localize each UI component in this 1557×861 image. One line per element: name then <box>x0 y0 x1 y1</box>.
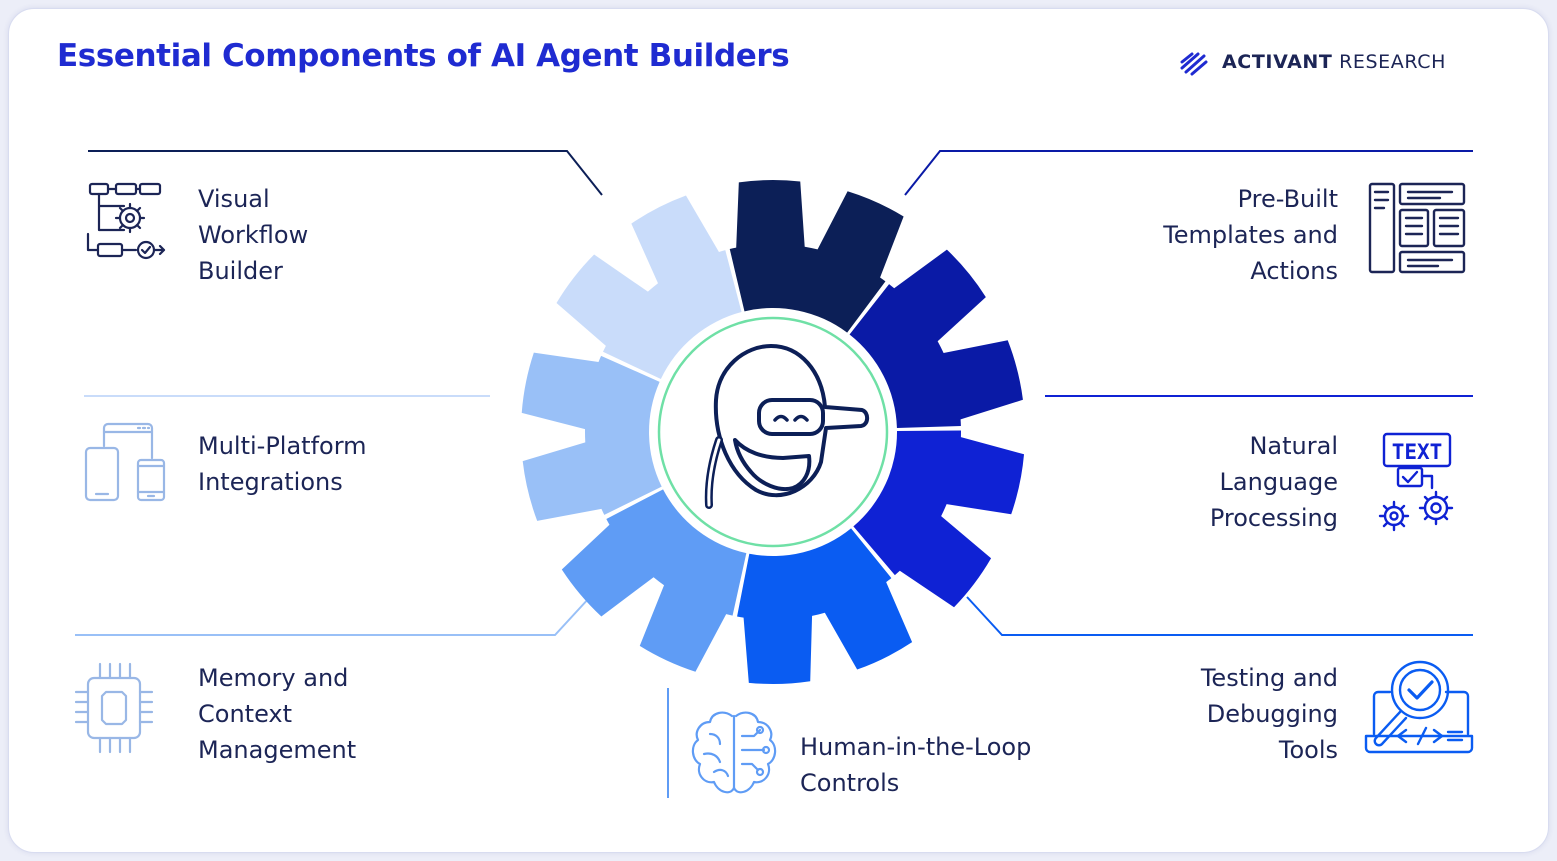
label-prebuilt-templates: Pre-Built Templates and Actions <box>1163 185 1338 285</box>
brain-icon <box>691 711 777 794</box>
label-memory-context: Memory and Context Management <box>198 664 357 764</box>
text-gears-icon-label: TEXT <box>1392 440 1443 464</box>
label-human-loop: Human-in-the-Loop Controls <box>800 733 1032 797</box>
gear-segment-memory-context <box>521 352 662 521</box>
label-visual-workflow: Visual Workflow Builder <box>198 185 309 285</box>
brand-logo: ACTIVANT RESEARCH <box>1178 48 1508 78</box>
gear-segment-visual-workflow <box>729 180 904 333</box>
label-nlp: Natural Language Processing <box>1209 432 1338 532</box>
component-gear <box>521 180 1025 685</box>
brand-name-bold: ACTIVANT <box>1222 51 1333 73</box>
templates-icon <box>1368 182 1466 274</box>
chip-icon <box>74 662 154 754</box>
connector-memory-context <box>75 596 591 636</box>
brand-name: ACTIVANT RESEARCH <box>1222 51 1446 73</box>
page-title: Essential Components of AI Agent Builder… <box>57 38 790 74</box>
text-gears-icon: TEXT <box>1378 432 1454 532</box>
label-testing-debugging: Testing and Debugging Tools <box>1200 664 1338 764</box>
label-multi-platform: Multi-Platform Integrations <box>198 432 367 496</box>
connector-testing-debugging <box>966 596 1473 636</box>
connector-prebuilt-templates <box>904 150 1473 196</box>
connector-visual-workflow <box>88 150 603 196</box>
robot-icon <box>704 344 870 509</box>
devices-icon <box>84 422 166 502</box>
gear-segment-nlp <box>853 430 1025 608</box>
gear-segment-human-loop <box>561 489 747 672</box>
workflow-icon <box>86 182 166 260</box>
debug-icon <box>1364 660 1474 754</box>
gear-segment-testing-debugging <box>737 528 913 685</box>
gear-segment-prebuilt-templates <box>849 249 1023 429</box>
brand-name-light: RESEARCH <box>1339 51 1446 73</box>
brand-chevron-icon <box>1180 52 1208 76</box>
gear-segment-multi-platform <box>556 195 742 380</box>
